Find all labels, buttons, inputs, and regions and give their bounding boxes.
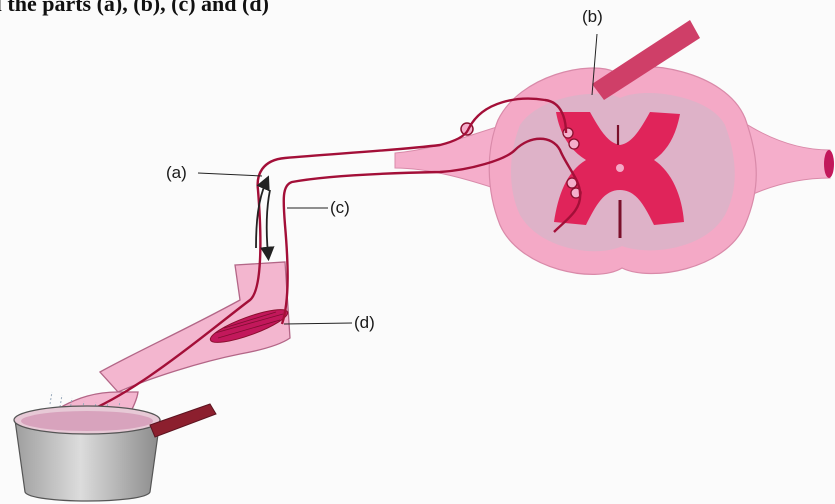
label-d: (d) xyxy=(354,313,375,333)
central-canal xyxy=(616,164,624,172)
neuron-cell-body xyxy=(563,128,573,138)
pan-water xyxy=(21,411,153,431)
label-c: (c) xyxy=(330,198,350,218)
pan-icon xyxy=(14,392,216,501)
label-a: (a) xyxy=(166,163,187,183)
label-a-leader xyxy=(198,173,262,176)
nerve-cut-end xyxy=(824,150,834,178)
label-b: (b) xyxy=(582,7,603,27)
spinal-nerve-root xyxy=(395,126,500,190)
neuron-cell-body xyxy=(569,139,579,149)
label-d-leader xyxy=(284,323,352,324)
